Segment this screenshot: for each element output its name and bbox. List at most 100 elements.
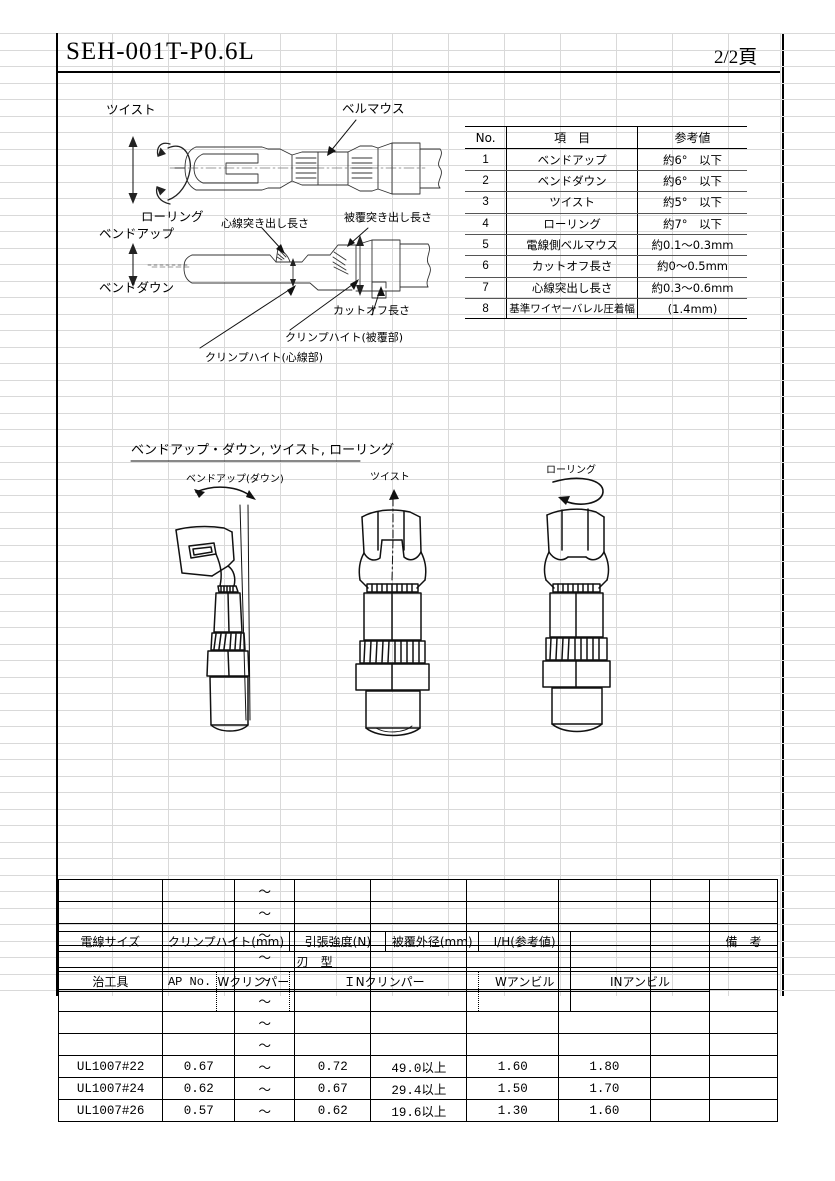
grid-row-stub bbox=[0, 924, 56, 925]
spec-cell[interactable] bbox=[57, 1033, 164, 1056]
grid-row-stub-right bbox=[780, 462, 835, 463]
figure-label-twist: ツイスト bbox=[370, 472, 410, 483]
spec-cell[interactable] bbox=[466, 1033, 560, 1056]
grid-row-stub bbox=[0, 940, 56, 942]
ref-no: 7 bbox=[465, 276, 508, 300]
spec-cell[interactable] bbox=[294, 1033, 372, 1056]
spec-cell[interactable] bbox=[466, 1011, 560, 1034]
ref-value: 約5° 以下 bbox=[637, 191, 747, 214]
spec-cell[interactable] bbox=[649, 1099, 711, 1122]
spec-cell[interactable] bbox=[709, 901, 778, 924]
tool-ap-no-value[interactable] bbox=[161, 991, 218, 1012]
spec-cell[interactable] bbox=[709, 879, 778, 902]
grid-column bbox=[672, 33, 673, 996]
spec-cell[interactable] bbox=[649, 1077, 711, 1100]
spec-cell[interactable] bbox=[57, 1011, 164, 1034]
grid-row bbox=[56, 775, 780, 777]
spec-cell[interactable] bbox=[558, 1011, 651, 1034]
spec-cell: 49.0以上 bbox=[370, 1055, 468, 1078]
figure-label-bend: ベンドアップ(ダウン) bbox=[186, 474, 284, 485]
spec-cell[interactable] bbox=[709, 1011, 778, 1034]
spec-cell[interactable] bbox=[709, 1077, 778, 1100]
grid-row-stub-right bbox=[780, 544, 835, 546]
tool-w-crimper-value[interactable] bbox=[216, 991, 291, 1012]
table-row: 1 ベンドアップ 約6° 以下 bbox=[465, 148, 747, 171]
spec-empty-row: 〜 bbox=[57, 1011, 778, 1034]
grid-row bbox=[56, 132, 780, 133]
spec-cell[interactable] bbox=[649, 879, 711, 902]
grid-row bbox=[56, 808, 780, 810]
spec-cell[interactable] bbox=[370, 1033, 468, 1056]
ref-item: カットオフ長さ bbox=[506, 255, 639, 278]
grid-row bbox=[56, 396, 780, 397]
ref-no: 4 bbox=[465, 212, 508, 235]
grid-row-stub bbox=[0, 841, 56, 843]
spec-cell[interactable] bbox=[370, 901, 468, 924]
spec-cell[interactable] bbox=[466, 901, 560, 924]
tool-in-crimper-value[interactable] bbox=[289, 991, 480, 1012]
grid-row-stub-right bbox=[780, 181, 835, 183]
spec-cell[interactable] bbox=[57, 879, 164, 902]
table-row: 2 ベンドダウン 約6° 以下 bbox=[465, 169, 747, 193]
grid-row-stub-right bbox=[780, 726, 835, 727]
spec-cell[interactable] bbox=[294, 901, 372, 924]
table-row: 4 ローリング 約7° 以下 bbox=[465, 212, 747, 235]
figure-label-rolling: ローリング bbox=[546, 465, 596, 476]
grid-row-stub-right bbox=[780, 874, 835, 876]
spec-cell[interactable] bbox=[162, 879, 236, 902]
spec-cell[interactable] bbox=[649, 1011, 711, 1034]
grid-row-stub bbox=[0, 990, 56, 991]
spec-cell[interactable] bbox=[649, 901, 711, 924]
spec-cell[interactable] bbox=[162, 1033, 236, 1056]
grid-row-stub bbox=[0, 676, 56, 678]
spec-cell[interactable] bbox=[162, 901, 236, 924]
spec-cell[interactable] bbox=[709, 1055, 778, 1078]
grid-row-stub bbox=[0, 99, 56, 100]
grid-row bbox=[56, 115, 780, 117]
spec-cell[interactable] bbox=[294, 1011, 372, 1034]
tool-in-anvil-value[interactable] bbox=[570, 991, 710, 1012]
spec-cell[interactable] bbox=[709, 1099, 778, 1122]
tool-w-anvil-value[interactable] bbox=[478, 991, 572, 1012]
grid-row-stub-right bbox=[780, 759, 835, 760]
spec-cell[interactable] bbox=[558, 901, 651, 924]
grid-row-stub-right bbox=[780, 742, 835, 744]
grid-row-stub bbox=[0, 330, 56, 331]
grid-row-stub-right bbox=[780, 973, 835, 975]
spec-cell[interactable] bbox=[370, 879, 468, 902]
label-bellmouth: ベルマウス bbox=[342, 101, 405, 116]
header-wire-size: 電線サイズ bbox=[58, 931, 163, 952]
spec-cell[interactable] bbox=[57, 901, 164, 924]
table-row: 8 基準ワイヤーバレル圧着幅 (1.4mm) bbox=[465, 297, 747, 320]
spec-cell[interactable] bbox=[294, 879, 372, 902]
spec-cell[interactable] bbox=[370, 1011, 468, 1034]
grid-row-stub-right bbox=[780, 792, 835, 793]
tool-w-crimper-label: Wクリンパー bbox=[216, 971, 291, 992]
grid-row-stub bbox=[0, 49, 56, 51]
spec-cell[interactable] bbox=[709, 1033, 778, 1056]
spec-cell[interactable] bbox=[558, 879, 651, 902]
grid-row-stub-right bbox=[780, 412, 835, 414]
grid-row bbox=[56, 198, 780, 199]
grid-row bbox=[56, 280, 780, 282]
tool-jig-value[interactable] bbox=[58, 991, 163, 1012]
spec-cell[interactable] bbox=[558, 1033, 651, 1056]
col-value: 参考値 bbox=[637, 125, 747, 150]
ref-value: 約6° 以下 bbox=[637, 148, 747, 171]
spec-cell[interactable] bbox=[466, 879, 560, 902]
grid-row bbox=[56, 66, 780, 67]
spec-header-row: 電線サイズ クリンプハイト(mm) 引張強度(N) 被覆外径(mm) I/H(参… bbox=[58, 931, 779, 952]
ref-item: ツイスト bbox=[506, 191, 639, 214]
spec-cell[interactable] bbox=[162, 1011, 236, 1034]
tool-in-anvil-label: INアンビル bbox=[570, 971, 710, 992]
grid-row bbox=[56, 363, 780, 364]
spec-cell[interactable] bbox=[649, 1033, 711, 1056]
spec-cell[interactable] bbox=[649, 1055, 711, 1078]
grid-row bbox=[56, 247, 780, 249]
grid-row-stub-right bbox=[780, 198, 835, 199]
grid-row-stub-right bbox=[780, 346, 835, 348]
grid-row-stub bbox=[0, 973, 56, 975]
grid-row bbox=[56, 82, 780, 84]
tool-value-row bbox=[58, 991, 778, 1012]
grid-row-stub bbox=[0, 148, 56, 150]
